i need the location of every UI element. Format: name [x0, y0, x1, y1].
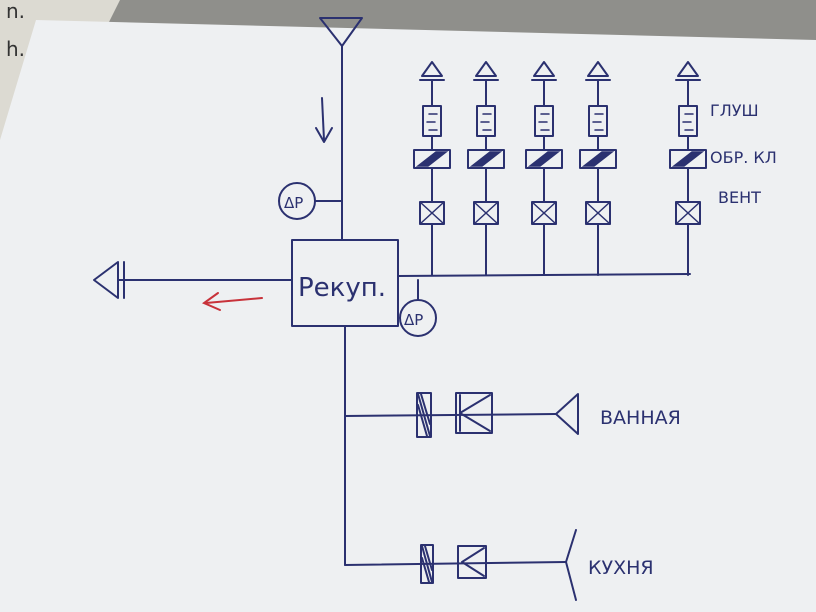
supply-branches: [413, 61, 707, 276]
dp-label-top: ΔР: [284, 194, 303, 212]
fan-label: ВЕНТ: [718, 188, 761, 207]
kitchen-label: КУХНЯ: [588, 557, 654, 579]
pressure-sensor-bottom: ΔР: [399, 279, 437, 337]
bathroom-fan: [455, 392, 493, 434]
supply-grille-icon: [587, 61, 609, 77]
back-sheet-text-2: h.: [6, 37, 25, 61]
flow-arrow-down: [321, 97, 325, 141]
bathroom-branch: ВАННАЯ: [344, 392, 681, 438]
recuperator-label: Рекуп.: [298, 273, 386, 303]
recuperator-unit: Рекуп.: [291, 239, 399, 327]
supply-grille-icon: [475, 61, 497, 77]
bathroom-grille: [555, 393, 579, 435]
supply-branch: [669, 61, 707, 276]
dp-label-bottom: ΔР: [404, 311, 423, 329]
supply-branch: [467, 61, 505, 276]
kitchen-check-valve: [420, 544, 434, 584]
supply-grille-icon: [533, 61, 555, 77]
kitchen-fan: [457, 545, 487, 579]
bathroom-check-valve: [416, 392, 432, 438]
supply-branch: [579, 61, 617, 276]
pressure-sensor-top: ΔР: [278, 182, 343, 220]
red-flow-arrow: [201, 292, 263, 311]
bathroom-label: ВАННАЯ: [600, 407, 681, 429]
silencer-label: ГЛУШ: [710, 101, 759, 120]
check-valve-label: ОБР. КЛ: [710, 148, 777, 167]
outdoor-air-intake: [315, 17, 363, 241]
supply-grille-icon: [421, 61, 443, 77]
kitchen-branch: КУХНЯ: [344, 529, 654, 601]
kitchen-hood: [565, 529, 577, 601]
back-sheet-text-1: n.: [6, 0, 25, 23]
supply-branch: [525, 61, 563, 276]
exhaust-outlet: [93, 261, 293, 311]
supply-branch: [413, 61, 451, 276]
supply-grille-icon: [677, 61, 699, 77]
